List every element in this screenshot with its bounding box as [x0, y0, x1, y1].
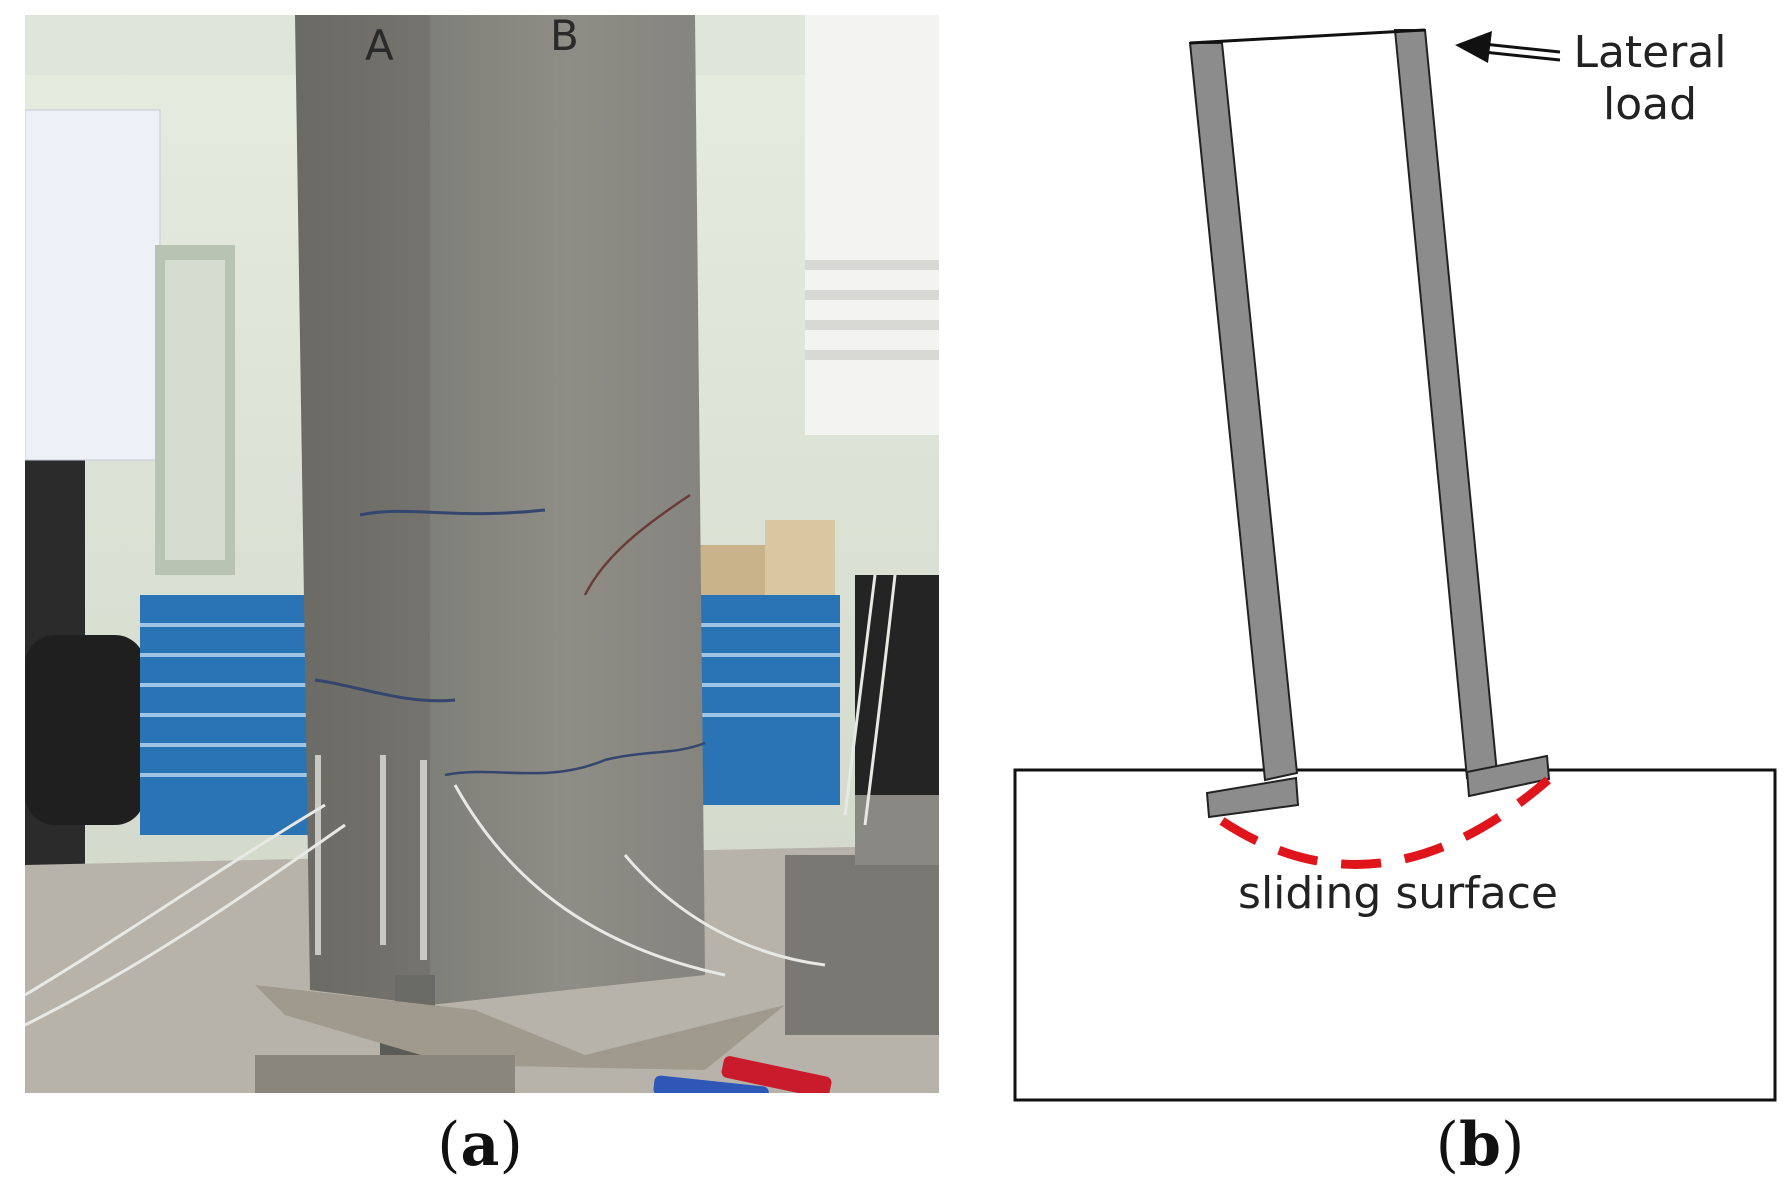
left-base-stub: [1205, 776, 1300, 819]
sliding-surface-label: sliding surface: [1238, 868, 1558, 919]
column-test-photo: A B: [25, 15, 939, 1093]
column-left-wall: [1188, 42, 1299, 782]
face-letter-b: B: [550, 15, 579, 60]
lateral-load-label-line1: Lateral: [1573, 27, 1726, 78]
caption-a: (a): [437, 1110, 523, 1180]
caption-b: (b): [1435, 1110, 1525, 1180]
right-base-stub: [1465, 754, 1551, 798]
column-right-wall: [1393, 29, 1499, 780]
sliding-surface-diagram: Lateral load sliding surface: [1013, 27, 1777, 1102]
lateral-load-label-line2: load: [1603, 79, 1697, 130]
foundation-block: [1013, 768, 1777, 1102]
schematic-panel-b: Lateral load sliding surface: [1000, 15, 1788, 1115]
column-top-edge: [1189, 28, 1426, 45]
face-letter-a: A: [365, 21, 394, 70]
lateral-load-arrow: [1455, 31, 1561, 63]
photo-panel-a: A B: [25, 15, 939, 1093]
